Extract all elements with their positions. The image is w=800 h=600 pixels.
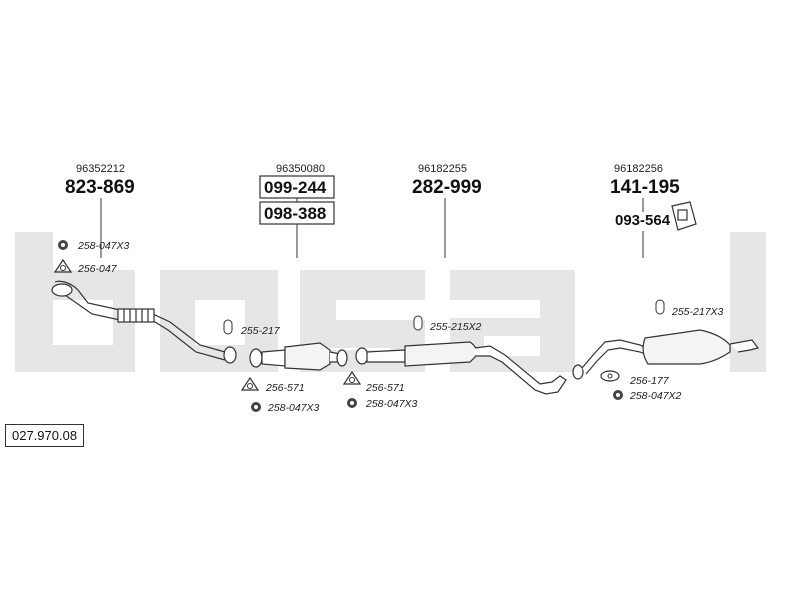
- oem-number: 96182256: [614, 163, 663, 175]
- hardware-label[interactable]: 258-047X2: [629, 390, 682, 402]
- gasket-icon: [600, 370, 620, 382]
- hardware-label[interactable]: 256-571: [265, 382, 305, 394]
- rear-silencer[interactable]: [572, 329, 760, 380]
- clamp-icon: [655, 299, 665, 315]
- part-number[interactable]: 093-564: [615, 212, 671, 229]
- rubber-mount-icon: [671, 201, 697, 231]
- gasket-icon: [53, 258, 73, 273]
- hardware-label[interactable]: 255-217X3: [671, 306, 724, 318]
- part-number[interactable]: 099-244: [264, 178, 327, 197]
- oem-number: 96182255: [418, 163, 467, 175]
- hardware-label[interactable]: 258-047X3: [267, 402, 320, 414]
- part-number[interactable]: 282-999: [412, 177, 482, 198]
- diagram-reference-number: 027.970.08: [5, 424, 85, 447]
- hardware-label[interactable]: 256-047: [77, 263, 118, 275]
- hardware-label[interactable]: 258-047X3: [77, 240, 130, 252]
- catalytic-converter[interactable]: [249, 342, 348, 371]
- oem-number: 96352212: [76, 163, 125, 175]
- clamp-icon: [413, 315, 423, 331]
- clamp-icon: [223, 319, 233, 335]
- hardware-label[interactable]: 255-217: [240, 325, 281, 337]
- middle-silencer[interactable]: [355, 341, 567, 395]
- part-number[interactable]: 098-388: [264, 204, 326, 223]
- oem-number: 96350080: [276, 163, 325, 175]
- part-number[interactable]: 141-195: [610, 177, 680, 198]
- gasket-icon: [240, 376, 260, 391]
- hardware-label[interactable]: 255-215X2: [429, 321, 482, 333]
- front-pipe[interactable]: [51, 280, 237, 364]
- hardware-label[interactable]: 256-571: [365, 382, 405, 394]
- hardware-label[interactable]: 258-047X3: [365, 398, 418, 410]
- gasket-icon: [342, 370, 362, 385]
- hardware-label[interactable]: 256-177: [629, 375, 670, 387]
- part-number[interactable]: 823-869: [65, 177, 135, 198]
